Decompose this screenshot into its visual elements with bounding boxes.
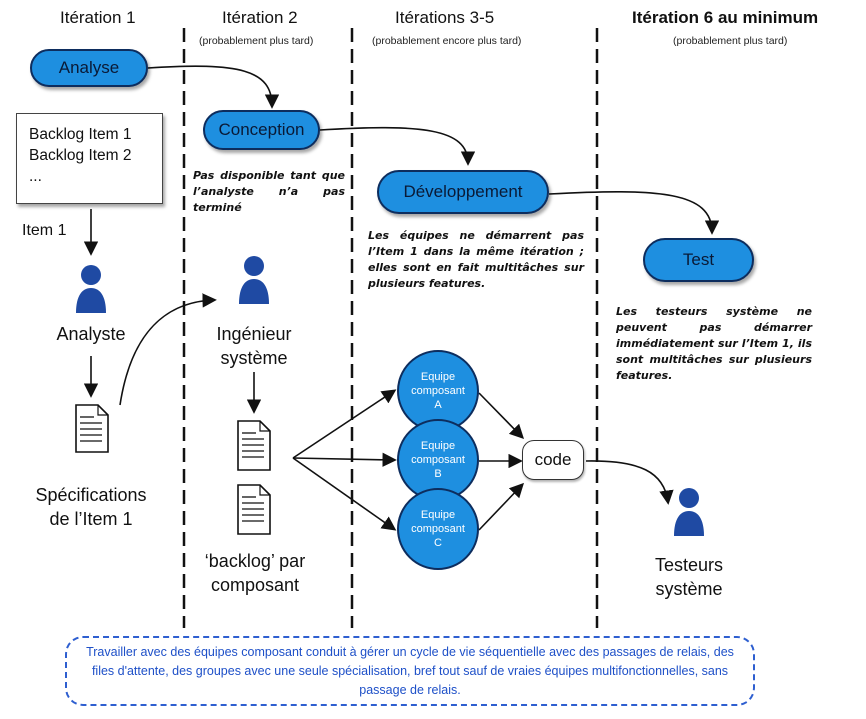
arrow-code-testeurs bbox=[585, 460, 674, 505]
component-backlog-label-line2: composant bbox=[210, 575, 300, 595]
header-iteration-1: Itération 1 bbox=[60, 8, 136, 27]
team-b-line3: B bbox=[434, 468, 442, 480]
code-box: code bbox=[522, 440, 584, 480]
team-a-line2: composant bbox=[411, 385, 465, 397]
team-a-line3: A bbox=[434, 399, 442, 411]
backlog-ellipsis: ... bbox=[29, 168, 42, 185]
header-iteration-2: Itération 2 bbox=[222, 8, 298, 27]
arrow-to-team-b bbox=[292, 452, 397, 467]
item-1-label: Item 1 bbox=[22, 222, 67, 239]
note-test: Les testeurs système ne peuvent pas déma… bbox=[616, 305, 812, 382]
header-iteration-6-subtitle: (probablement plus tard) bbox=[673, 35, 788, 47]
note-developpement: Les équipes ne démarrent pas l’Item 1 da… bbox=[368, 229, 584, 290]
ingenieur-person-icon bbox=[239, 256, 269, 304]
team-c-line1: Equipe bbox=[420, 509, 456, 521]
arrow-analyse-conception bbox=[147, 65, 280, 109]
note-conception: Pas disponible tant que l’analyste n’a p… bbox=[193, 169, 345, 214]
activity-developpement: Développement bbox=[377, 170, 549, 214]
analyste-person-icon bbox=[76, 265, 106, 313]
arrow-conception-developpement bbox=[319, 126, 476, 166]
header-iterations-3-5-subtitle: (probablement encore plus tard) bbox=[372, 35, 522, 47]
role-testeurs-systeme: Testeurs système bbox=[634, 553, 744, 601]
activity-test: Test bbox=[643, 238, 754, 282]
spec-label: Spécifications de l’Item 1 bbox=[20, 483, 162, 531]
footer-conclusion: Travailler avec des équipes composant co… bbox=[65, 636, 755, 706]
header-iteration-2-subtitle: (probablement plus tard) bbox=[199, 35, 314, 47]
arrow-developpement-test bbox=[548, 191, 720, 235]
role-ingenieur-line1: Ingénieur bbox=[216, 324, 292, 344]
component-backlog-document-icon-2 bbox=[237, 484, 271, 535]
backlog-item-1: Backlog Item 1 bbox=[29, 126, 132, 143]
team-a-line1: Equipe bbox=[420, 371, 456, 383]
team-component-c: Equipe composant C bbox=[397, 488, 479, 570]
role-testeurs-line2: système bbox=[655, 579, 723, 599]
role-ingenieur-systeme: Ingénieur système bbox=[199, 322, 309, 370]
team-c-line3: C bbox=[434, 537, 442, 549]
backlog-box: Backlog Item 1 Backlog Item 2 ... bbox=[16, 113, 163, 204]
specification-document-icon bbox=[75, 404, 109, 453]
component-backlog-document-icon-1 bbox=[237, 420, 271, 471]
testeurs-person-icon bbox=[674, 488, 704, 536]
arrow-team-a-code bbox=[478, 392, 525, 440]
arrow-to-team-c bbox=[292, 457, 397, 531]
component-backlog-label-line1: ‘backlog’ par bbox=[204, 551, 306, 571]
team-component-b: Equipe composant B bbox=[397, 419, 479, 501]
arrow-to-team-a bbox=[292, 389, 397, 459]
arrow-team-c-code bbox=[478, 482, 524, 531]
component-backlog-label: ‘backlog’ par composant bbox=[192, 549, 318, 597]
spec-label-line1: Spécifications bbox=[35, 485, 147, 505]
arrow-spec-ingenieur bbox=[119, 293, 217, 406]
activity-conception: Conception bbox=[203, 110, 320, 150]
team-component-a: Equipe composant A bbox=[397, 350, 479, 432]
header-iteration-6: Itération 6 au minimum bbox=[632, 8, 819, 27]
team-c-line2: composant bbox=[411, 523, 465, 535]
backlog-item-2: Backlog Item 2 bbox=[29, 147, 132, 164]
role-analyste: Analyste bbox=[56, 324, 126, 344]
role-testeurs-line1: Testeurs bbox=[654, 555, 724, 575]
activity-analyse: Analyse bbox=[30, 49, 148, 87]
team-b-line2: composant bbox=[411, 454, 465, 466]
header-iterations-3-5: Itérations 3-5 bbox=[395, 8, 495, 27]
role-ingenieur-line2: système bbox=[220, 348, 288, 368]
spec-label-line2: de l’Item 1 bbox=[49, 509, 133, 529]
team-b-line1: Equipe bbox=[420, 440, 456, 452]
